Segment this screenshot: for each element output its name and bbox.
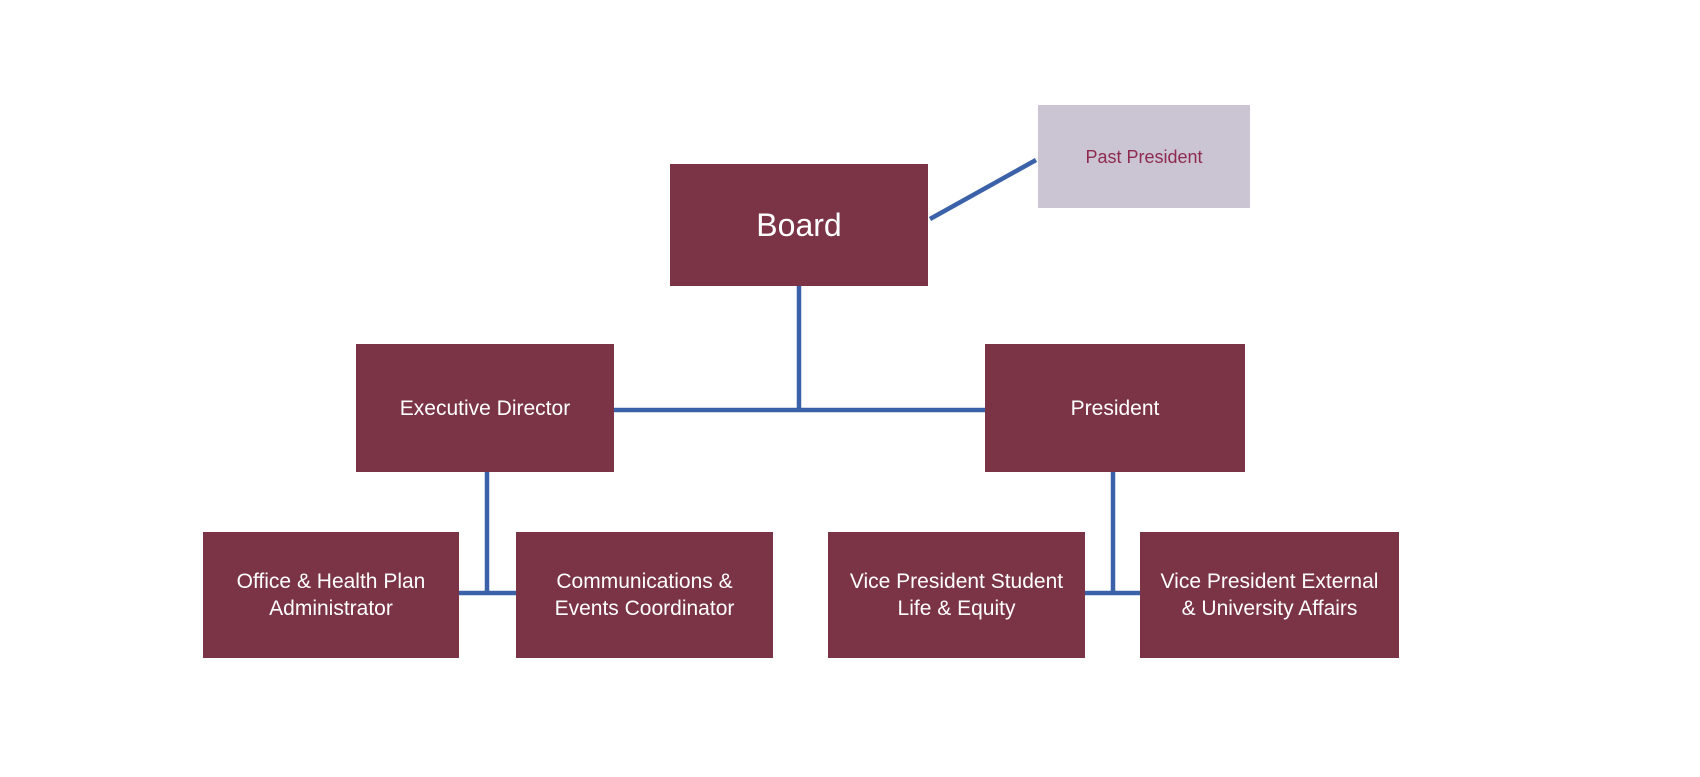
node-communications-events-coordinator-label-line1: Communications & <box>556 570 733 593</box>
node-executive-director: Executive Director <box>356 344 614 472</box>
node-executive-director-label: Executive Director <box>399 396 571 420</box>
node-president-label: President <box>1070 396 1160 420</box>
node-office-health-plan-administrator-label-line1: Office & Health Plan <box>236 570 426 593</box>
node-office-health-plan-administrator: Office & Health Plan Administrator <box>203 532 459 658</box>
node-communications-events-coordinator-label-line2: Events Coordinator <box>554 597 735 620</box>
node-vp-student-life-equity-label-line1: Vice President Student <box>849 570 1064 593</box>
node-past-president-label: Past President <box>1085 146 1203 167</box>
node-vp-external-university-affairs: Vice President External & University Aff… <box>1140 532 1399 658</box>
node-board-label: Board <box>756 207 842 243</box>
node-communications-events-coordinator: Communications & Events Coordinator <box>516 532 773 658</box>
node-vp-student-life-equity-label-line2: Life & Equity <box>897 597 1016 620</box>
node-vp-student-life-equity: Vice President Student Life & Equity <box>828 532 1085 658</box>
node-vp-external-university-affairs-label-line1: Vice President External <box>1160 570 1379 593</box>
node-past-president: Past President <box>1038 105 1250 208</box>
node-board: Board <box>670 164 928 286</box>
node-president: President <box>985 344 1245 472</box>
node-office-health-plan-administrator-label-line2: Administrator <box>269 597 393 620</box>
connector-board-past-president <box>928 158 1038 221</box>
node-vp-external-university-affairs-label-line2: & University Affairs <box>1181 597 1358 620</box>
